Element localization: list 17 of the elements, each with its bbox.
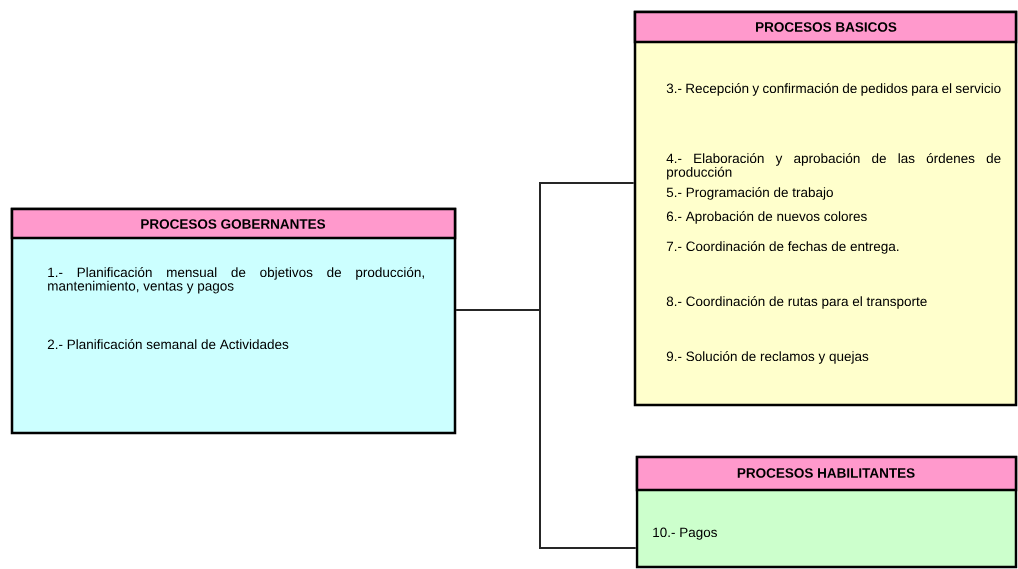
list-item: 7.- Coordinación de fechas de entrega. [666, 241, 899, 254]
connector-line [455, 309, 637, 549]
list-item: 9.- Solución de reclamos y quejas [666, 351, 869, 364]
list-item: 3.- Recepción y confirmación de pedidos para el servicio [666, 83, 1001, 96]
list-item: 2.- Planificación semanal de Actividades [47, 339, 289, 350]
list-item: 10.- Pagos [653, 527, 717, 540]
list-item: 8.- Coordinación de rutas para el transporte [666, 296, 927, 309]
box-heading: PROCESOS GOBERNANTES [141, 219, 326, 229]
box-heading: PROCESOS BASICOS [756, 22, 897, 32]
box-heading: PROCESOS HABILITANTES [737, 468, 915, 478]
process-box [635, 455, 1018, 569]
process-box [633, 10, 1018, 407]
list-item: 6.- Aprobación de nuevos colores [666, 211, 867, 224]
list-item: 1.- Planificación mensual de objetivos de producción, mantenimiento, ventas y pagos [48, 267, 424, 294]
list-item: 5.- Programación de trabajo [666, 187, 833, 200]
list-item: 4.- Elaboración y aprobación de las órdenes de producción [666, 153, 1001, 180]
process-box [10, 207, 457, 435]
